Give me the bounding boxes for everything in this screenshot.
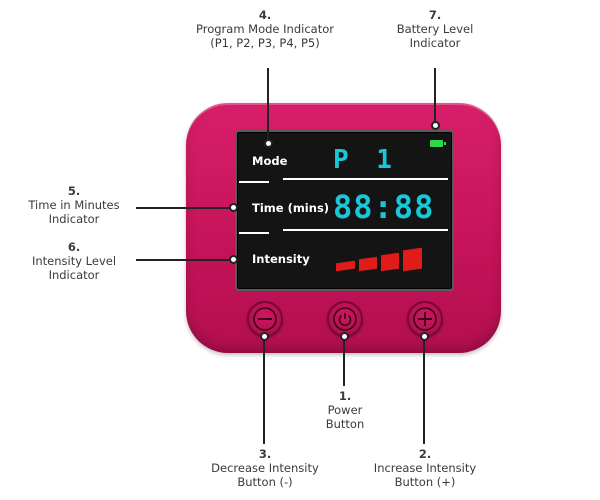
callout-battery-level: 7. Battery Level Indicator [375,8,495,50]
callout-title: Increase Intensity [373,461,477,475]
power-button[interactable] [327,301,363,337]
callout-title: Battery Level [396,22,474,36]
callout-subtitle: Button (+) [394,475,456,489]
plus-icon [413,307,437,331]
time-label: Time (mins) [252,201,330,215]
callout-title: Intensity Level [31,254,117,268]
callout-number: 6. [67,240,81,254]
time-value: 88:88 [333,188,435,226]
callout-power: 1. Power Button [300,389,390,431]
callout-subtitle: Button (-) [237,475,293,489]
battery-icon [430,140,446,147]
callout-number: 4. [258,8,272,22]
leader-dot-increase [420,332,429,341]
callout-title: Power [327,403,363,417]
leader-line-time [136,207,232,209]
leader-dot-battery [431,121,440,130]
callout-subtitle: Indicator [48,212,100,226]
callout-number: 2. [418,447,432,461]
power-icon [333,307,357,331]
callout-intensity-level: 6. Intensity Level Indicator [14,240,134,282]
leader-dot-intensity [229,255,238,264]
callout-title: Time in Minutes [28,198,120,212]
divider [239,232,269,234]
leader-line-intensity [136,259,232,261]
leader-dot-time [229,203,238,212]
intensity-label: Intensity [252,252,310,266]
minus-icon [253,307,277,331]
divider [283,229,448,231]
callout-number: 7. [428,8,442,22]
callout-time-minutes: 5. Time in Minutes Indicator [14,184,134,226]
leader-line-decrease [263,334,265,444]
callout-subtitle: (P1, P2, P3, P4, P5) [210,36,320,50]
callout-decrease: 3. Decrease Intensity Button (-) [200,447,330,489]
leader-dot-mode [264,139,273,148]
callout-subtitle: Button [325,417,365,431]
callout-subtitle: Indicator [409,36,461,50]
divider [239,181,269,183]
leader-dot-decrease [260,332,269,341]
increase-button[interactable] [407,301,443,337]
mode-label: Mode [252,154,288,168]
callout-title: Decrease Intensity [211,461,319,475]
intensity-bar [403,247,422,272]
leader-line-battery [434,68,436,122]
callout-subtitle: Indicator [48,268,100,282]
divider [283,178,448,180]
callout-number: 3. [258,447,272,461]
intensity-bar [359,256,377,272]
callout-program-mode: 4. Program Mode Indicator (P1, P2, P3, P… [185,8,345,50]
leader-line-mode [267,68,269,143]
leader-line-power [343,334,345,386]
leader-line-increase [423,334,425,444]
intensity-bar [381,252,399,272]
callout-number: 5. [67,184,81,198]
leader-dot-power [340,332,349,341]
callout-title: Program Mode Indicator [196,22,334,36]
callout-number: 1. [338,389,352,403]
mode-value: P 1 [333,145,398,175]
callout-increase: 2. Increase Intensity Button (+) [360,447,490,489]
